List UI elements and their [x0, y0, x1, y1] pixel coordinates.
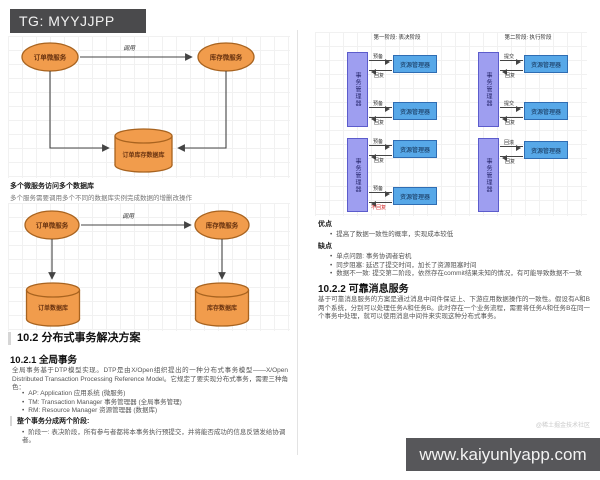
global-tx-intro: 全局事务基于DTP模型实现。DTP是由X/Open组织提出的一种分布式事务模型—… — [12, 367, 288, 392]
phase1-diagram-title: 第一阶段: 表决阶段 — [373, 35, 421, 41]
list-item: RM: Resource Manager 资源管理器 (数据库) — [22, 407, 288, 415]
stock-service-label: 库存微服务 — [206, 221, 239, 230]
phases-list: 阶段一: 表决阶段，所有参与者都将本事务执行预提交，并将能否成功的信息反馈发给协… — [22, 429, 288, 445]
resource-manager-box: 资源管理器 — [393, 140, 437, 158]
prepare-arrow-label: 预备 — [373, 54, 384, 60]
commit-arrow — [500, 105, 523, 112]
list-item: TM: Transaction Manager 事务管理器 (全局事务管理) — [22, 399, 288, 407]
transaction-manager-box: 事务管理器 — [347, 52, 368, 127]
subsection-global-tx-title: 10.2.1 全局事务 — [10, 355, 78, 366]
list-item: 同步阻塞: 延迟了提交时间，加长了资源阻塞时间 — [330, 262, 592, 270]
prepare-arrow — [369, 105, 392, 112]
reply-arrow — [500, 154, 523, 161]
prepare-arrow — [369, 190, 392, 197]
rollback-arrow-label: 回滚 — [504, 140, 515, 146]
global-tx-roles-list: AP: Application 应用系统 (微服务) TM: Transacti… — [22, 390, 288, 416]
order-database-label: 订单数据库 — [38, 304, 68, 312]
stock-service-label: 库存微服务 — [210, 53, 243, 62]
commit-arrow-label: 提交 — [504, 101, 515, 107]
resource-manager-box: 资源管理器 — [393, 102, 437, 120]
resource-manager-box: 资源管理器 — [393, 187, 437, 205]
stock-database-label: 库存数据库 — [207, 304, 237, 312]
transaction-manager-box: 事务管理器 — [347, 138, 368, 212]
cons-heading: 缺点 — [318, 243, 332, 250]
transaction-manager-box: 事务管理器 — [478, 138, 499, 212]
list-item: 提高了数据一致性的概率，实现成本较低 — [330, 231, 592, 239]
reply-arrow — [369, 68, 392, 75]
multi-db-text: 多个服务需要调用多个不同的数据库实例完成数据的增删改操作 — [10, 195, 192, 202]
phases-heading: 整个事务分成两个阶段: — [10, 416, 89, 426]
phase2-diagram-title: 第二阶段: 执行阶段 — [504, 35, 552, 41]
community-watermark: @稀土掘金技术社区 — [535, 423, 590, 429]
reply-arrow — [369, 115, 392, 122]
site-watermark-banner: www.kaiyunlyapp.com — [406, 438, 600, 471]
rollback-arrow — [500, 144, 523, 151]
transaction-manager-box: 事务管理器 — [478, 52, 499, 127]
reliable-msg-body: 基于可靠消息服务的方案是通过消息中间件保证上、下游应用数据操作的一致性。假设有A… — [318, 296, 590, 321]
reply-arrow — [500, 68, 523, 75]
no-reply-arrow — [369, 200, 392, 207]
page-right: 第一阶段: 表决阶段 第二阶段: 执行阶段 事务管理器 资源管理器 预备 回复 … — [300, 0, 600, 480]
prepare-arrow — [369, 143, 392, 150]
order-service-label: 订单微服务 — [36, 221, 69, 230]
resource-manager-box: 资源管理器 — [524, 141, 568, 159]
order-database-cylinder: 订单数据库 — [25, 282, 81, 327]
reply-arrow-label: 回复 — [374, 73, 385, 79]
commit-arrow — [500, 58, 523, 65]
stock-to-db-connector — [177, 71, 227, 152]
prepare-arrow-label: 预备 — [373, 139, 384, 145]
reply-arrow-label: 回复 — [374, 120, 385, 126]
list-item: 数据不一致: 提交第二阶段，依然存在commit结果未知的情况，有可能导致数据不… — [330, 270, 592, 278]
list-item: 单点问题: 事务协调者宕机 — [330, 253, 592, 261]
list-item: AP: Application 应用系统 (微服务) — [22, 390, 288, 398]
section-title: 10.2 分布式事务解决方案 — [8, 332, 140, 345]
shared-database-cylinder: 订单库存数据库 — [114, 128, 173, 173]
order-service-label: 订单微服务 — [34, 53, 67, 62]
subsection-reliable-msg-title: 10.2.2 可靠消息服务 — [318, 284, 409, 295]
reply-arrow-label: 回复 — [374, 158, 385, 164]
resource-manager-box: 资源管理器 — [524, 102, 568, 120]
reply-arrow-label: 回复 — [505, 73, 516, 79]
prepare-arrow — [369, 58, 392, 65]
multi-database-diagram: 调用 订单微服务 库存微服务 订单数据库 库存数据库 — [24, 210, 250, 327]
resource-manager-box: 资源管理器 — [524, 55, 568, 73]
prepare-arrow-label: 预备 — [373, 186, 384, 192]
tg-watermark-banner: TG: MYYJJPP — [10, 9, 146, 33]
reply-arrow-label: 回复 — [505, 120, 516, 126]
pros-heading: 优点 — [318, 221, 332, 228]
multi-db-heading: 多个微服务访问多个数据库 — [10, 183, 94, 190]
shared-database-diagram: 调用 订单微服务 库存微服务 订单库存数据库 — [21, 42, 255, 173]
stock-database-cylinder: 库存数据库 — [194, 282, 250, 327]
cons-list: 单点问题: 事务协调者宕机 同步阻塞: 延迟了提交时间，加长了资源阻塞时间 数据… — [330, 253, 592, 279]
page-left: 调用 订单微服务 库存微服务 订单库存数据库 多个微服务访问多个数据库 多个服务… — [0, 0, 297, 480]
pros-list: 提高了数据一致性的概率，实现成本较低 — [330, 231, 592, 240]
page-divider — [297, 30, 298, 455]
reply-arrow-label: 回复 — [505, 159, 516, 165]
reply-arrow — [500, 115, 523, 122]
list-item: 阶段一: 表决阶段，所有参与者都将本事务执行预提交，并将能否成功的信息反馈发给协… — [22, 429, 288, 444]
shared-database-label: 订单库存数据库 — [122, 151, 164, 159]
no-reply-arrow-label: 不回复 — [371, 205, 387, 211]
reply-arrow — [369, 153, 392, 160]
call-label: 调用 — [122, 213, 135, 220]
call-label: 调用 — [123, 45, 136, 52]
resource-manager-box: 资源管理器 — [393, 55, 437, 73]
commit-arrow-label: 提交 — [504, 54, 515, 60]
prepare-arrow-label: 预备 — [373, 101, 384, 107]
order-to-db-connector — [49, 71, 110, 152]
